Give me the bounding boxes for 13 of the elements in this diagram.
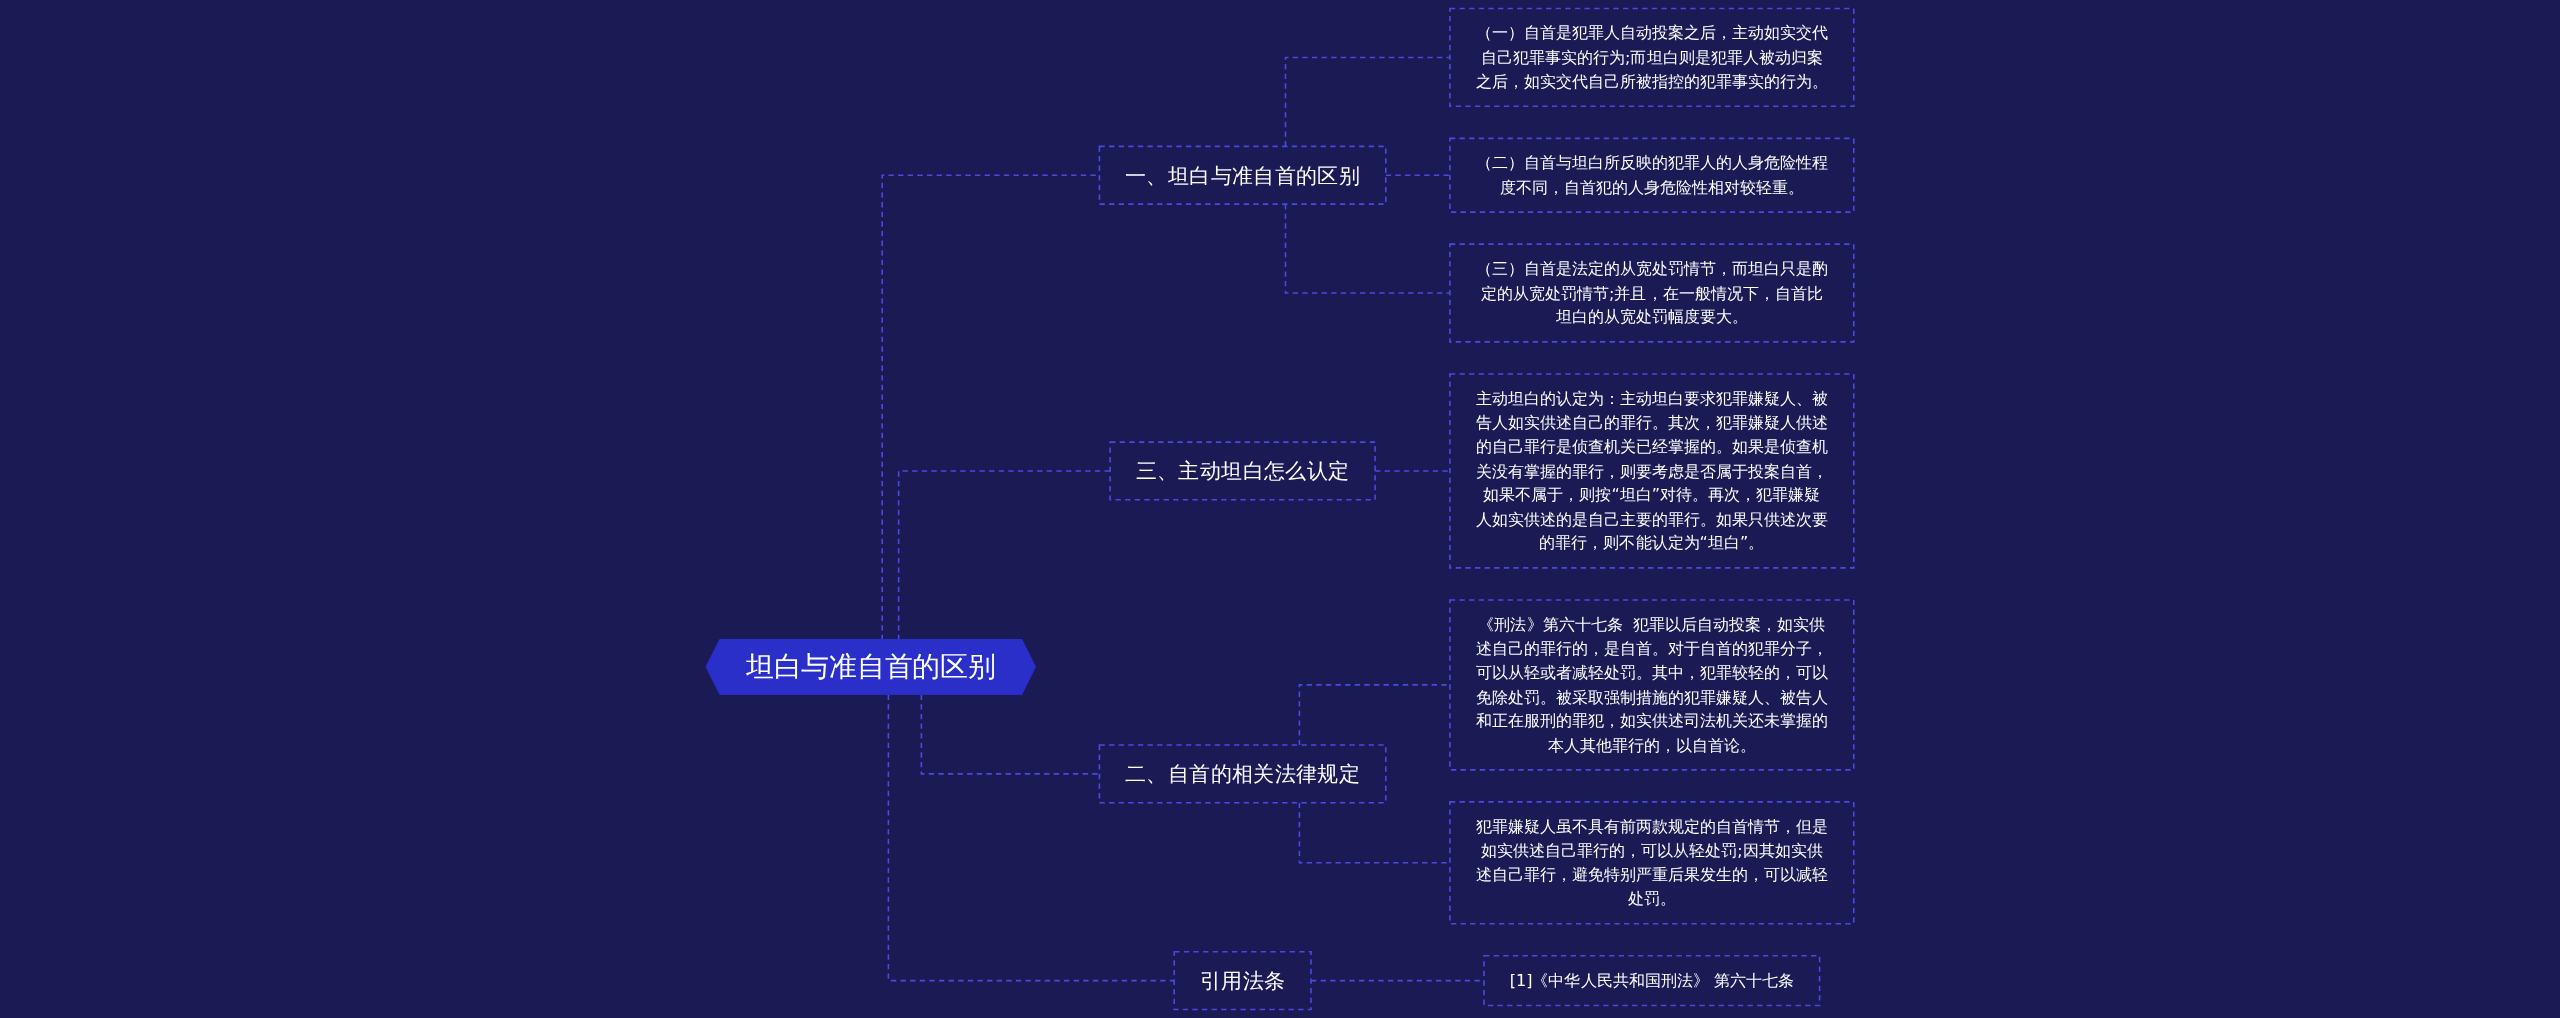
node-box: 一、坦白与准自首的区别 bbox=[1098, 145, 1387, 205]
node-box: 二、自首的相关法律规定 bbox=[1098, 744, 1387, 804]
node-box: [1]《中华人民共和国刑法》 第六十七条 bbox=[1483, 954, 1821, 1007]
connector bbox=[897, 470, 1111, 641]
node-box: 犯罪嫌疑人虽不具有前两款规定的自首情节，但是如实供述自己罪行的，可以从轻处罚;因其如实供述自己罪行，避免特别严重后果发生的，可以减轻处罚。 bbox=[1449, 801, 1855, 925]
node-box: 主动坦白的认定为：主动坦白要求犯罪嫌疑人、被告人如实供述自己的罪行。其次，犯罪嫌疑人供述的自己罪行是侦查机关已经掌握的。如果是侦查机关没有掌握的罪行，则要考虑是否属于投案自首，如果不属于，则按“坦白”对待。再次，犯罪嫌疑人如实供述的是自己主要的罪行。如果只供述次要的罪行，则不能认定为“坦白”。 bbox=[1449, 373, 1855, 569]
node-box: 三、主动坦白怎么认定 bbox=[1109, 441, 1376, 501]
node-box: 《刑法》第六十七条 犯罪以后自动投案，如实供述自己的罪行的，是自首。对于自首的犯罪分子，可以从轻或者减轻处罚。其中，犯罪较轻的，可以免除处罚。被采取强制措施的犯罪嫌疑人、被告人和正在服刑的罪犯，如实供述司法机关还未掌握的本人其他罪行的，以自首论。 bbox=[1449, 599, 1855, 771]
node-box: （二）自首与坦白所反映的犯罪人的人身危险性程度不同，自首犯的人身危险性相对较轻重。 bbox=[1449, 137, 1855, 213]
node-box: （三）自首是法定的从宽处罚情节，而坦白只是酌定的从宽处罚情节;并且，在一般情况下，自首比坦白的从宽处罚幅度要大。 bbox=[1449, 243, 1855, 343]
node-box: （一）自首是犯罪人自动投案之后，主动如实交代自己犯罪事实的行为;而坦白则是犯罪人被动归案之后，如实交代自己所被指控的犯罪事实的行为。 bbox=[1449, 7, 1855, 108]
connector bbox=[887, 693, 1175, 982]
node-box: 引用法条 bbox=[1173, 950, 1312, 1011]
